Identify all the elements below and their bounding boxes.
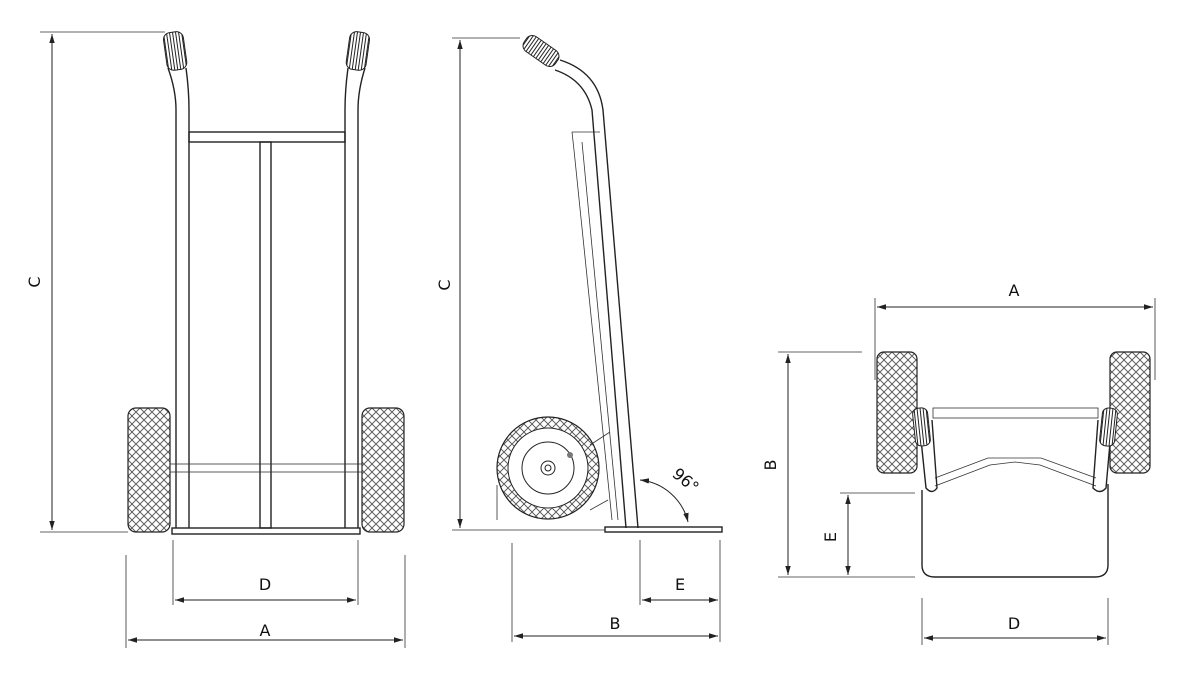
left-grip <box>912 407 931 447</box>
side-view: 96° C E B <box>435 34 723 642</box>
dimension-a-label: A <box>260 621 271 640</box>
right-grip <box>345 31 371 71</box>
dimension-e-label: E <box>675 575 685 594</box>
frame <box>167 67 366 535</box>
toe-plate <box>921 484 1109 578</box>
dimension-c-label: C <box>25 276 44 287</box>
dimension-a-label: A <box>1009 281 1020 300</box>
left-grip <box>162 31 188 71</box>
angle-label: 96° <box>669 464 703 497</box>
angle-arc <box>639 478 689 523</box>
right-wheel <box>361 407 405 533</box>
dimension-e-label: E <box>821 532 840 542</box>
dimension-c-label: C <box>435 279 454 290</box>
left-wheel <box>127 407 171 533</box>
front-view: C D A <box>25 31 406 648</box>
dimension-d-label: D <box>1008 614 1020 633</box>
side-upright <box>554 59 639 529</box>
toe-plate <box>604 526 723 533</box>
dimension-d-label: D <box>259 575 271 594</box>
top-view: A B E D <box>761 281 1156 645</box>
brace <box>934 457 1097 487</box>
left-wheel <box>876 351 918 474</box>
dimension-b-label: B <box>761 460 780 471</box>
crossbar <box>932 407 1099 419</box>
back-plate <box>571 131 619 521</box>
side-grip <box>522 34 560 68</box>
dimension-b-label: B <box>610 614 621 633</box>
right-grip <box>1099 407 1118 447</box>
